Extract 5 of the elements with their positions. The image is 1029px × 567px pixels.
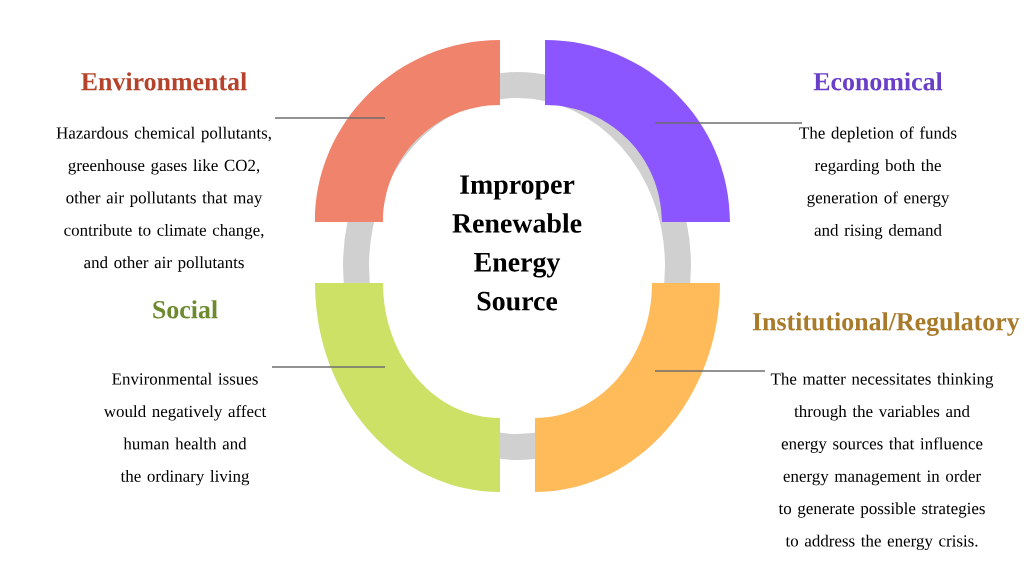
category-text: Institutional/Regulatory The matter necessitates thinking through the variables and energy sources that influence energy management in order to generate possible strategies to address the energy crisis. — [752, 312, 1020, 551]
category-text: Environmental Hazardous chemical pollutants, greenhouse gases like CO2, other air pollutants that may contribute to climate change, and other air pollutants — [56, 72, 271, 272]
category-text: Economical The depletion of funds regarding both the generation of energy and rising demand — [799, 72, 957, 240]
center-title: Improper Renewable Energy Source — [452, 175, 582, 311]
category-text: Social Environmental issues would negatively affect human health and the ordinary living — [103, 300, 267, 486]
